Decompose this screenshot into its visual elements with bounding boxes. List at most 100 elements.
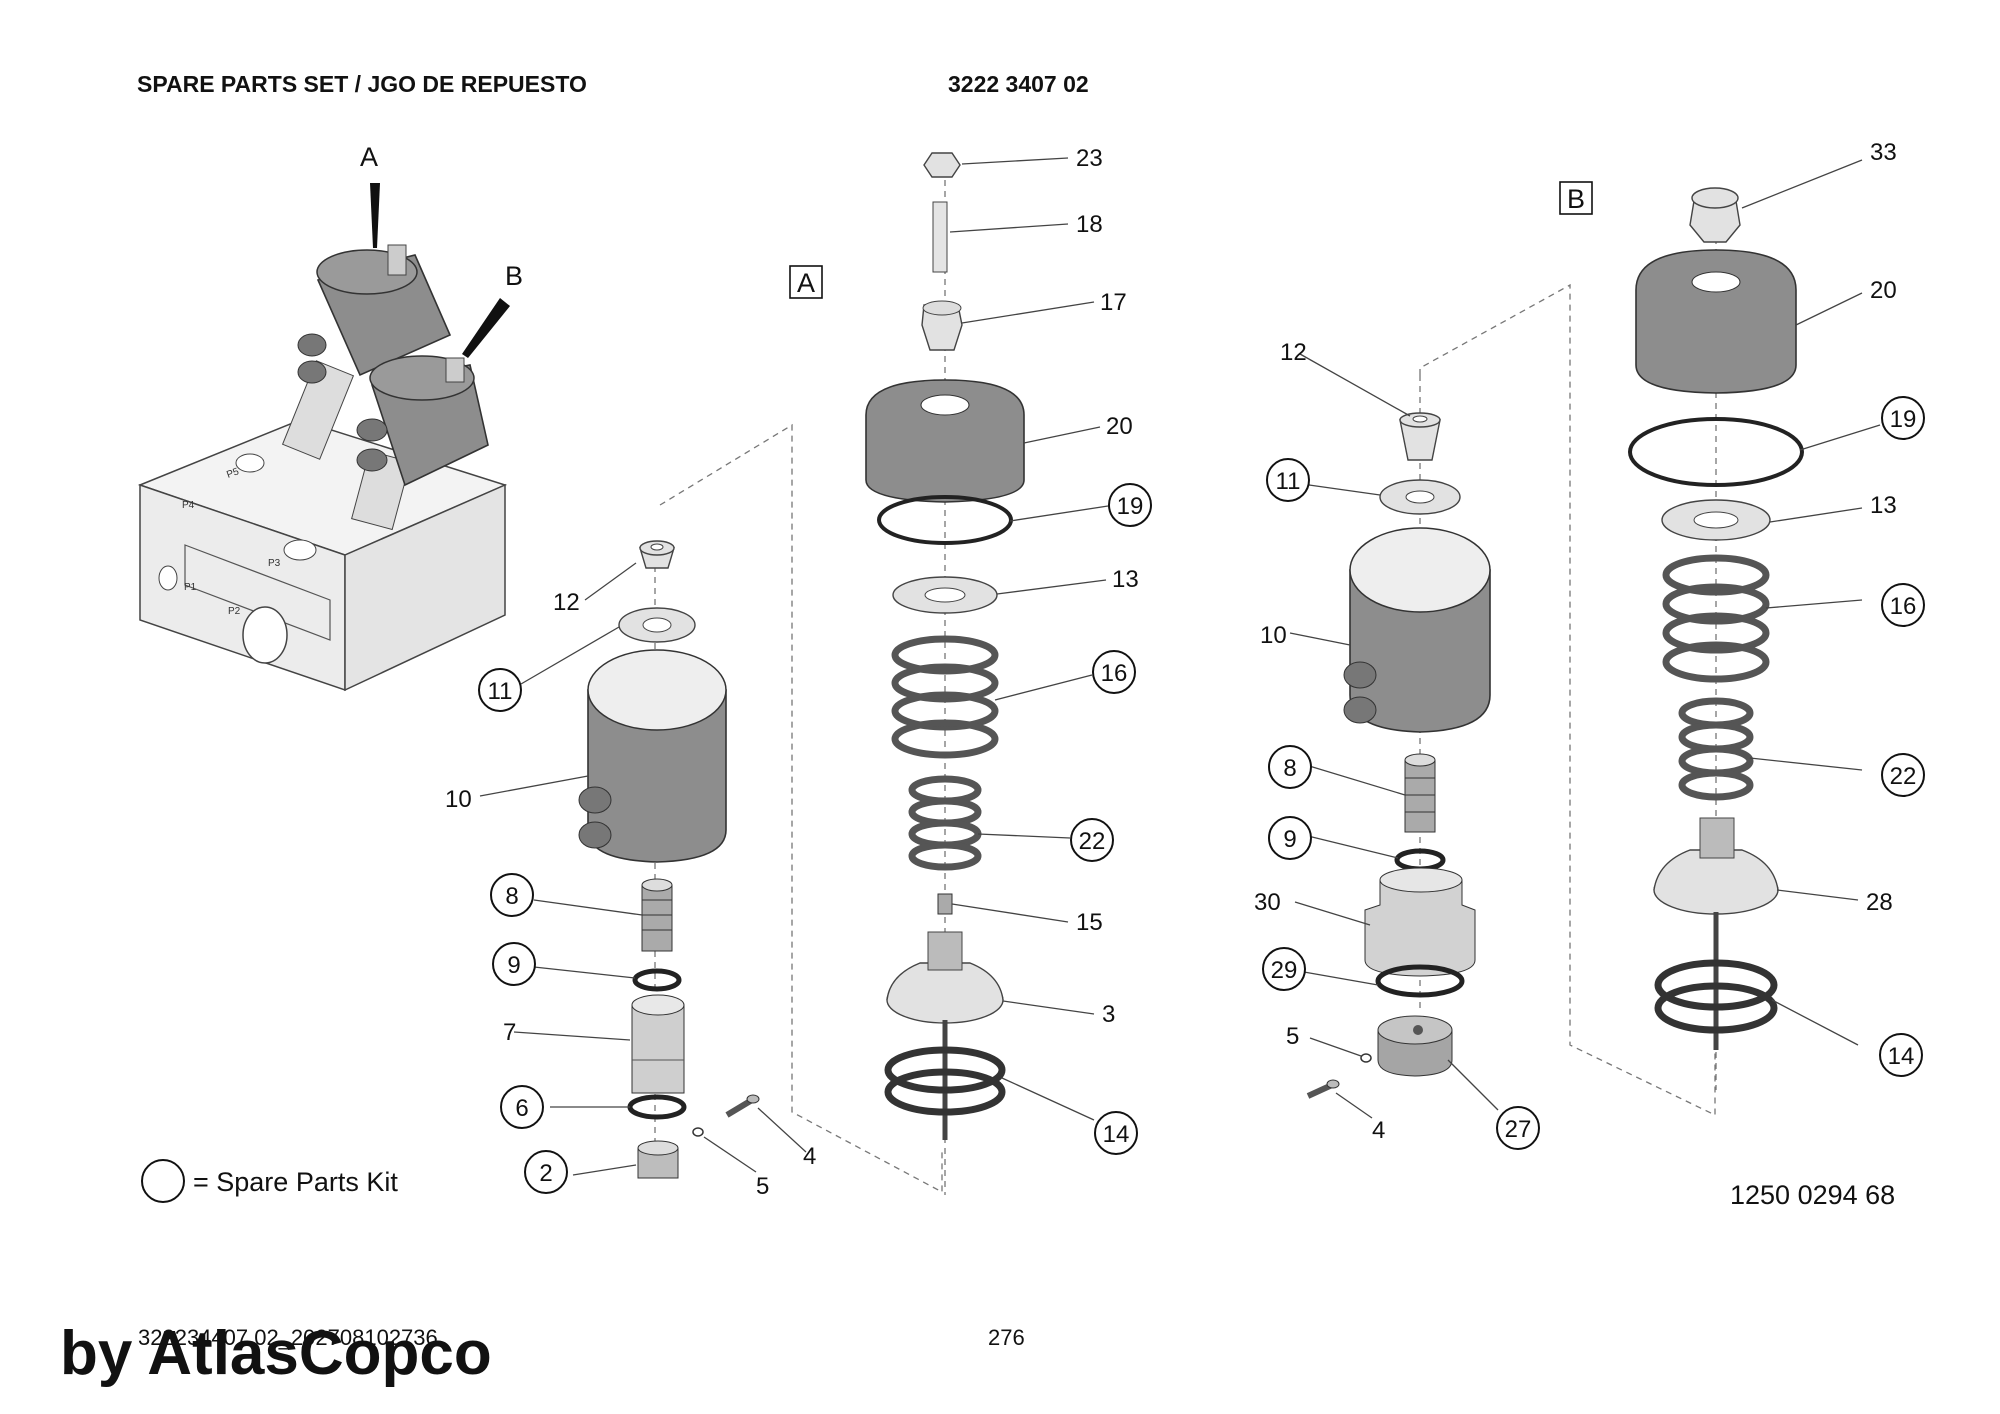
pointer-a-icon xyxy=(370,183,380,248)
callout-a-10: 10 xyxy=(445,786,472,813)
part-a19-icon xyxy=(877,495,1013,545)
callout-a-12: 12 xyxy=(553,589,580,616)
kit-circle-b-16 xyxy=(1881,583,1925,627)
part-a10-icon xyxy=(578,649,727,863)
callout-a-11: 11 xyxy=(488,678,513,705)
callout-a-18: 18 xyxy=(1076,211,1103,238)
part-b14-icon xyxy=(1654,959,1778,1034)
kit-circle-b-29 xyxy=(1262,947,1306,991)
part-b30-icon xyxy=(1364,867,1476,977)
part-b27-icon xyxy=(1377,1015,1453,1077)
callout-a-13: 13 xyxy=(1112,566,1139,593)
kit-circle-b-11 xyxy=(1266,458,1310,502)
part-a8-icon xyxy=(641,878,673,952)
callout-b-8: 8 xyxy=(1283,755,1296,782)
part-a2-icon xyxy=(637,1140,679,1179)
kit-circle-b-19 xyxy=(1881,396,1925,440)
port-marking-p2: P2 xyxy=(228,606,241,617)
view-box-b-label: B xyxy=(1567,184,1585,214)
part-a12-icon xyxy=(639,540,675,569)
kit-circle-b-14 xyxy=(1879,1033,1923,1077)
part-a7-icon xyxy=(631,994,685,1094)
callout-b-27: 27 xyxy=(1505,1116,1532,1143)
callout-a-19: 19 xyxy=(1117,493,1144,520)
part-b12-icon xyxy=(1399,412,1441,461)
part-a20-icon xyxy=(865,379,1025,503)
drawing-number: 1250 0294 68 xyxy=(1730,1180,1895,1210)
kit-circle-a-11 xyxy=(478,668,522,712)
page-title: SPARE PARTS SET / JGO DE REPUESTO xyxy=(137,71,587,97)
kit-circle-a-19 xyxy=(1108,483,1152,527)
part-b19-icon xyxy=(1628,417,1804,487)
callout-a-8: 8 xyxy=(505,883,518,910)
leader-lines-a xyxy=(479,157,1109,1176)
callout-a-17: 17 xyxy=(1100,289,1127,316)
kit-circle-a-6 xyxy=(500,1085,544,1129)
callout-b-5: 5 xyxy=(1286,1023,1299,1050)
part-a16-spring-icon xyxy=(891,635,999,759)
part-a4-screw-icon xyxy=(725,1094,760,1118)
callout-b-20: 20 xyxy=(1870,277,1897,304)
part-b4-screw-icon xyxy=(1306,1079,1340,1099)
part-a3-icon xyxy=(886,931,1004,1140)
legend-text: = Spare Parts Kit xyxy=(193,1167,398,1197)
view-box-a-label: A xyxy=(797,268,815,298)
part-a17-icon xyxy=(921,300,963,351)
kit-circle-a-22 xyxy=(1070,818,1114,862)
port-marking-p4: P4 xyxy=(182,500,195,511)
footer-page-number: 276 xyxy=(988,1325,1025,1350)
callout-a-5: 5 xyxy=(756,1173,769,1200)
part-b20-icon xyxy=(1635,249,1797,394)
leader-lines-b xyxy=(1289,159,1881,1119)
part-b13-icon xyxy=(1661,499,1771,541)
kit-circle-a-14 xyxy=(1094,1111,1138,1155)
callout-b-29: 29 xyxy=(1271,957,1298,984)
callout-b-16: 16 xyxy=(1890,593,1917,620)
port-marking-p3: P3 xyxy=(268,558,281,569)
footer-doc-id: 322234407 02_202708102736 xyxy=(138,1325,438,1350)
part-a23-icon xyxy=(923,152,961,178)
callout-a-16: 16 xyxy=(1101,660,1128,687)
part-a5-washer-icon xyxy=(692,1127,704,1137)
callout-b-12: 12 xyxy=(1280,339,1307,366)
part-a14-icon xyxy=(884,1046,1006,1116)
callout-a-3: 3 xyxy=(1102,1001,1115,1028)
kit-circle-a-2 xyxy=(524,1150,568,1194)
part-b10-icon xyxy=(1343,527,1491,733)
part-b29-icon xyxy=(1375,964,1465,998)
callout-a-15: 15 xyxy=(1076,909,1103,936)
kit-circle-a-9 xyxy=(492,942,536,986)
part-a9-icon xyxy=(632,968,682,992)
part-a6-icon xyxy=(627,1094,687,1120)
callout-a-6: 6 xyxy=(515,1095,528,1122)
part-b22-spring-icon xyxy=(1678,697,1754,801)
part-b16-spring-icon xyxy=(1662,554,1770,683)
callout-b-30: 30 xyxy=(1254,889,1281,916)
part-a15-icon xyxy=(937,893,953,915)
kit-circle-b-9 xyxy=(1268,816,1312,860)
pointer-b-icon xyxy=(462,298,510,358)
port-marking-p5: P5 xyxy=(225,466,241,481)
kit-circle-a-16 xyxy=(1092,650,1136,694)
overview-label-a: A xyxy=(360,142,378,172)
view-box-b xyxy=(1559,181,1593,215)
callout-a-14: 14 xyxy=(1103,1121,1130,1148)
kit-legend-circle-icon xyxy=(141,1159,185,1203)
callout-a-7: 7 xyxy=(503,1019,516,1046)
callout-a-22: 22 xyxy=(1079,828,1106,855)
callout-b-11: 11 xyxy=(1276,468,1301,495)
callout-a-20: 20 xyxy=(1106,413,1133,440)
watermark: by AtlasCopco xyxy=(60,1319,492,1388)
part-b11-icon xyxy=(1379,479,1461,515)
callout-b-4: 4 xyxy=(1372,1117,1385,1144)
overview-label-b: B xyxy=(505,261,523,291)
callout-b-9: 9 xyxy=(1283,826,1296,853)
callout-b-14: 14 xyxy=(1888,1043,1915,1070)
part-b28-icon xyxy=(1653,817,1779,1050)
part-a11-icon xyxy=(618,607,696,643)
kit-circle-b-22 xyxy=(1881,753,1925,797)
kit-circle-a-8 xyxy=(490,873,534,917)
kit-circle-b-8 xyxy=(1268,745,1312,789)
port-marking-p1: P1 xyxy=(184,582,197,593)
